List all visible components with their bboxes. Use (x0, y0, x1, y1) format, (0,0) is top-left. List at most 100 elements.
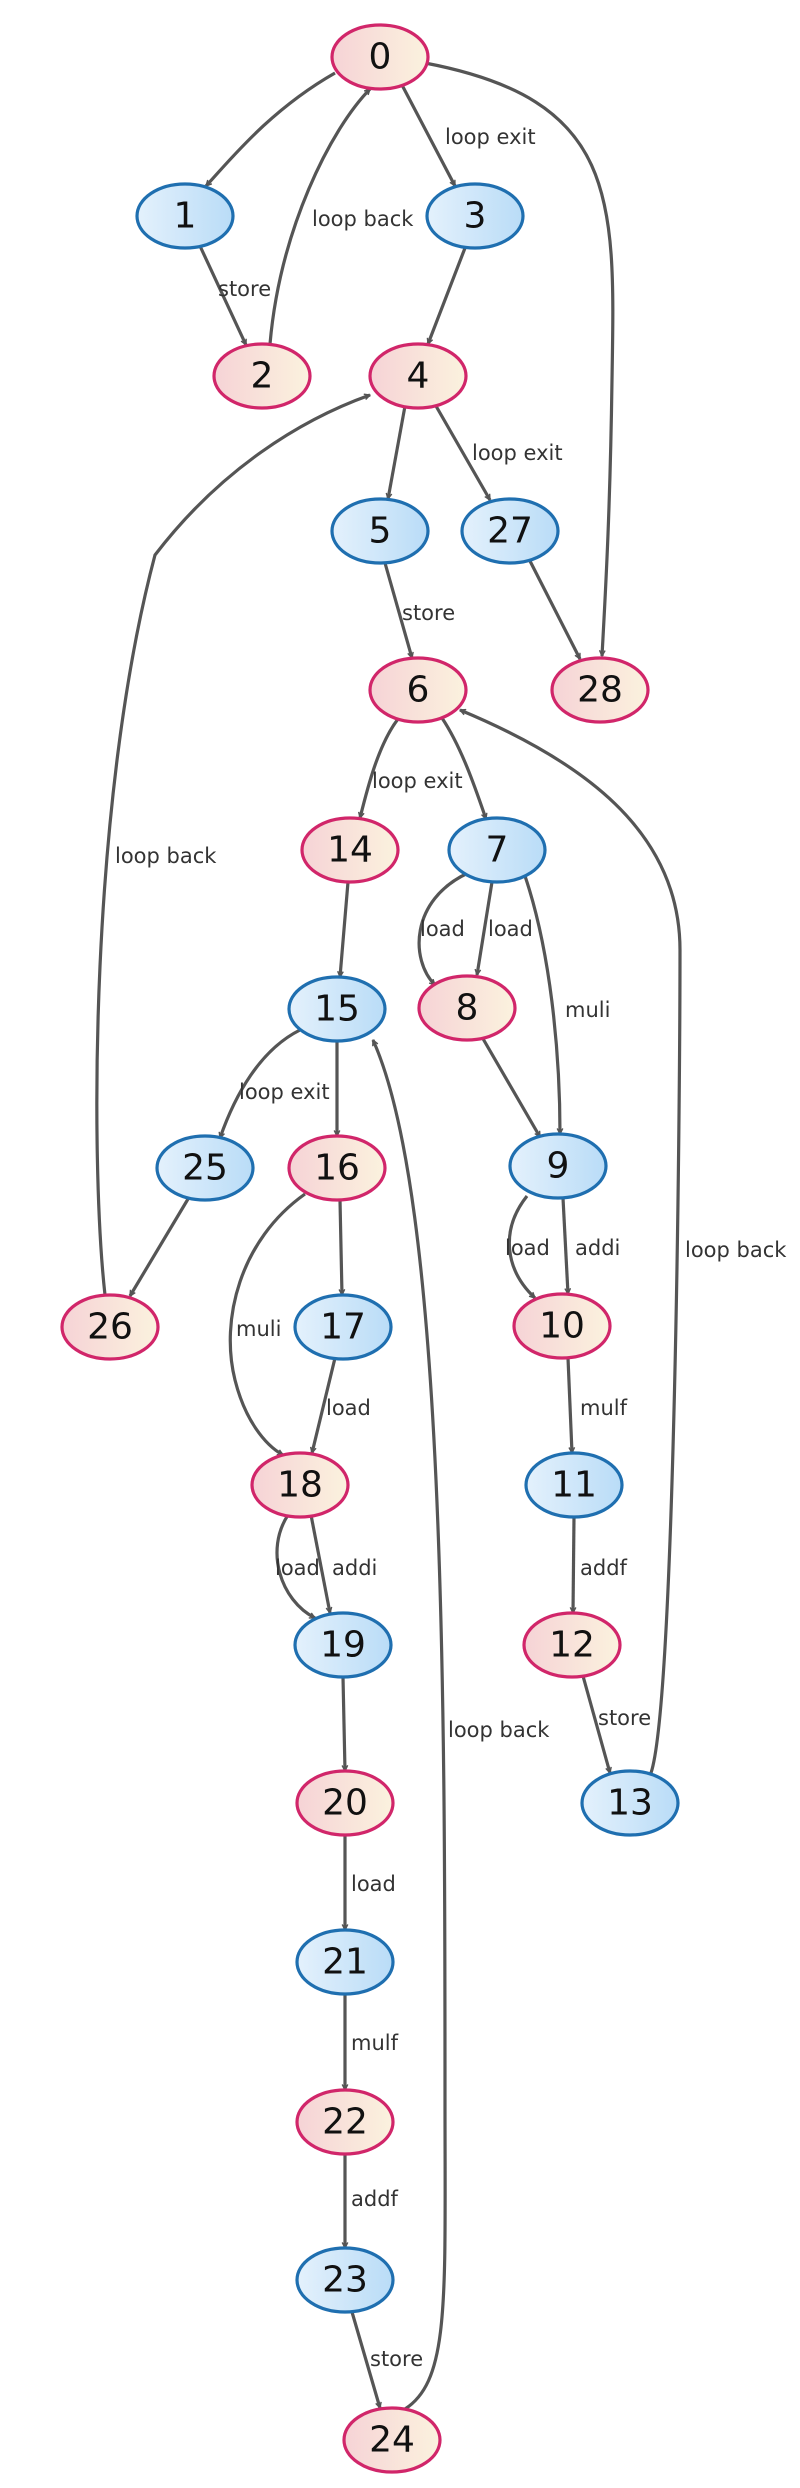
node-label: 26 (87, 1307, 133, 1348)
edge-label: loop back (115, 844, 217, 868)
node-shape (368, 656, 468, 724)
node-label: 5 (369, 511, 392, 552)
edge-13-to-6 (460, 708, 682, 1774)
node-25: 25 (155, 1134, 255, 1202)
edge-label: load (488, 917, 533, 941)
edge-arrow (400, 84, 457, 186)
node-label: 3 (464, 196, 487, 237)
edge-arrow (523, 875, 560, 1134)
node-label: 14 (327, 830, 373, 871)
edge-label: muli (565, 998, 610, 1022)
edge-arrow (561, 1197, 568, 1294)
edge-arrow (417, 871, 469, 987)
node-label: 11 (551, 1465, 597, 1506)
node-9: 9 (508, 1132, 608, 1200)
edge-6-to-7 (440, 717, 486, 819)
edge-arrow (528, 560, 582, 659)
edge-arrow (480, 1036, 542, 1137)
edge-arrow (371, 1040, 447, 2411)
edge-arrow (204, 71, 336, 186)
edge-label: load (351, 1872, 396, 1896)
node-label: 25 (182, 1148, 228, 1189)
edge-label: loop exit (372, 769, 463, 793)
node-20: 20 (295, 1769, 395, 1837)
node-shape (522, 1611, 622, 1679)
edge-arrow (360, 718, 400, 818)
node-shape (524, 1451, 624, 1519)
node-label: 23 (322, 2260, 368, 2301)
edge-18-to-19 (275, 1514, 315, 1620)
edge-arrow (383, 562, 412, 658)
node-shape (300, 816, 400, 884)
edge-label: muli (236, 1317, 281, 1341)
node-label: 27 (487, 511, 533, 552)
node-27: 27 (460, 497, 560, 565)
node-12: 12 (522, 1611, 622, 1679)
edge-arrow (350, 2311, 380, 2408)
edge-2-to-0 (268, 89, 372, 345)
node-shape (295, 1769, 395, 1837)
node-label: 20 (322, 1783, 368, 1824)
node-label: 6 (407, 670, 430, 711)
edge-arrow (128, 1198, 190, 1296)
edge-label: loop exit (239, 1080, 330, 1104)
edge-4-to-5 (388, 405, 407, 499)
edge-arrow (440, 717, 486, 819)
edge-arrow (341, 1676, 345, 1771)
edge-0-to-1 (204, 71, 336, 186)
edge-label: store (218, 277, 271, 301)
node-shape (580, 1769, 680, 1837)
node-label: 18 (277, 1465, 323, 1506)
edge-9-to-10 (561, 1197, 568, 1294)
node-13: 13 (580, 1769, 680, 1837)
edge-arrow (566, 1357, 572, 1453)
edge-arrow (198, 245, 248, 345)
node-3: 3 (425, 182, 525, 250)
edge-24-to-15 (371, 1040, 447, 2411)
node-22: 22 (295, 2088, 395, 2156)
node-label: 21 (322, 1942, 368, 1983)
edge-26-to-4 (95, 393, 370, 1296)
edge-arrow (434, 405, 492, 500)
node-label: 17 (320, 1307, 366, 1348)
edge-arrow (507, 1195, 535, 1300)
edge-arrow (218, 1028, 301, 1138)
node-shape (287, 975, 387, 1043)
node-6: 6 (368, 656, 468, 724)
edge-3-to-4 (426, 247, 467, 344)
node-label: 0 (369, 37, 392, 78)
edge-arrow (388, 405, 407, 499)
node-shape (330, 497, 430, 565)
edge-9-to-10 (507, 1195, 535, 1300)
edge-6-to-14 (360, 718, 400, 818)
edge-arrow (312, 1357, 337, 1453)
node-28: 28 (550, 656, 650, 724)
node-19: 19 (293, 1611, 393, 1679)
node-label: 2 (251, 356, 274, 397)
edge-label: load (420, 917, 465, 941)
node-shape (342, 2406, 442, 2474)
node-shape (550, 656, 650, 724)
node-shape (460, 497, 560, 565)
edge-arrow (95, 393, 370, 1296)
edge-arrow (340, 881, 350, 977)
edge-16-to-17 (338, 1199, 342, 1295)
edge-19-to-20 (341, 1676, 345, 1771)
edge-arrow (460, 708, 682, 1774)
node-23: 23 (295, 2246, 395, 2314)
edge-0-to-3 (400, 84, 457, 186)
edge-17-to-18 (312, 1357, 337, 1453)
node-label: 24 (369, 2420, 415, 2461)
edge-label: loop back (685, 1238, 787, 1262)
edge-arrow (477, 881, 494, 975)
node-shape (508, 1132, 608, 1200)
edge-label: addi (332, 1556, 377, 1580)
node-shape (417, 974, 517, 1042)
edge-16-to-18 (228, 1192, 306, 1457)
edges-layer (95, 61, 682, 2411)
node-shape (447, 816, 547, 884)
node-0: 0 (330, 23, 430, 91)
edge-11-to-12 (573, 1516, 574, 1613)
edge-0-to-28 (424, 61, 615, 656)
node-14: 14 (300, 816, 400, 884)
